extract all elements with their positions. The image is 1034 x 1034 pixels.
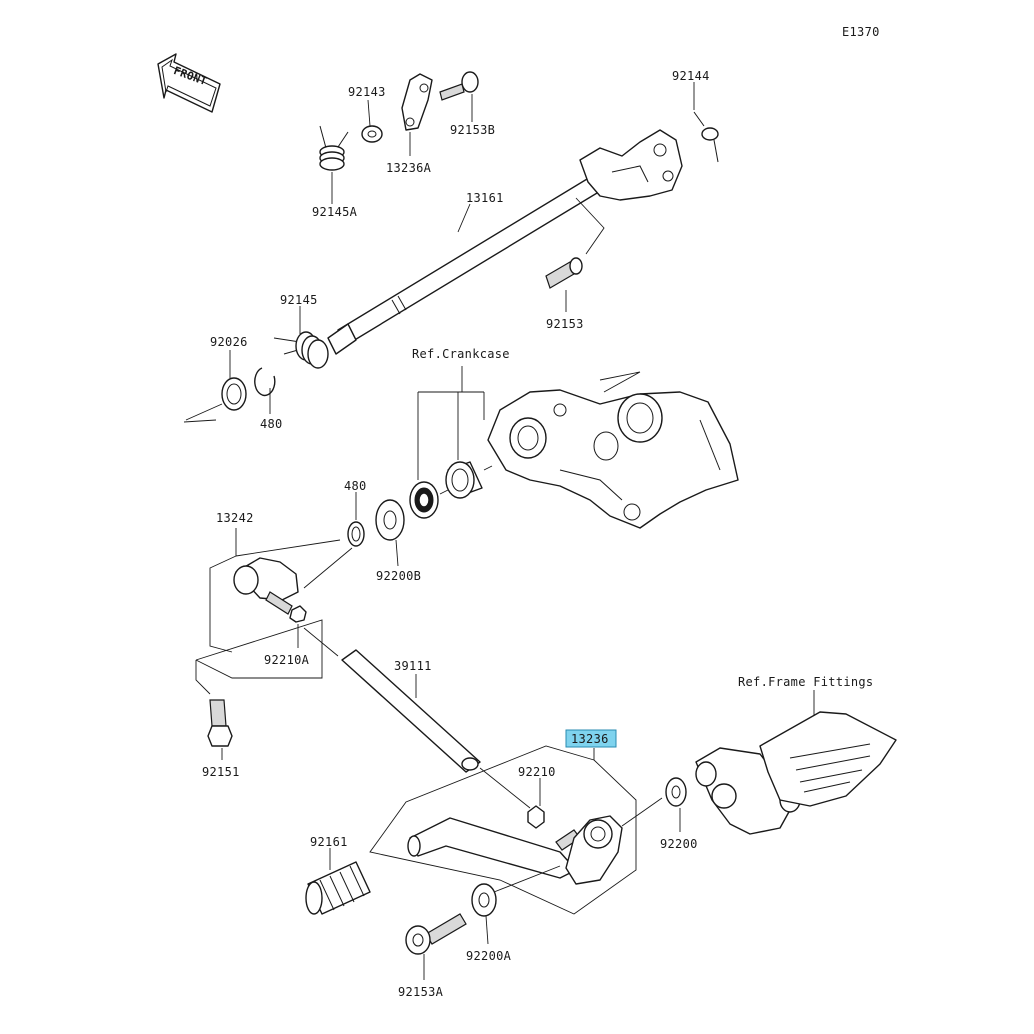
spring-92145a — [319, 125, 349, 171]
label-480-upper: 480 — [260, 417, 283, 431]
label-92151: 92151 — [202, 765, 240, 779]
shift-lever-clamp-13242 — [233, 557, 299, 615]
washer-92200a — [471, 883, 497, 917]
label-92153b: 92153B — [450, 123, 495, 137]
bolt-92153b — [439, 71, 479, 101]
label-92143: 92143 — [348, 85, 386, 99]
label-13242: 13242 — [216, 511, 254, 525]
bolt-92151 — [207, 699, 233, 747]
label-480-lower: 480 — [344, 479, 367, 493]
ref-crankcase: Ref.Crankcase — [412, 347, 510, 361]
label-92026: 92026 — [210, 335, 248, 349]
label-92145a: 92145A — [312, 205, 358, 219]
label-92145: 92145 — [280, 293, 318, 307]
label-92161: 92161 — [310, 835, 348, 849]
label-39111: 39111 — [394, 659, 432, 673]
label-13161: 13161 — [466, 191, 504, 205]
label-92144: 92144 — [672, 69, 710, 83]
shift-shaft-13161 — [327, 129, 683, 355]
shift-pedal-13236 — [407, 815, 623, 885]
label-92153a: 92153A — [398, 985, 444, 999]
lever-13236a — [401, 73, 433, 131]
bolt-92153a — [405, 913, 467, 955]
collar-92143 — [361, 125, 383, 143]
diagram-code: E1370 — [842, 25, 880, 39]
circlip-480-upper — [254, 367, 276, 397]
circlip-480-lower — [347, 521, 365, 547]
washer-92200 — [665, 777, 687, 807]
needle-bearing — [445, 461, 483, 499]
spring-92145 — [273, 331, 329, 369]
oil-seal — [409, 481, 439, 519]
label-92153: 92153 — [546, 317, 584, 331]
label-92200a: 92200A — [466, 949, 512, 963]
nut-92210a — [289, 605, 307, 623]
rubber-92161 — [305, 861, 371, 915]
highlight-box — [565, 729, 617, 748]
nut-92210 — [527, 805, 545, 829]
label-92200: 92200 — [660, 837, 698, 851]
ref-frame-fittings: Ref.Frame Fittings — [738, 675, 873, 689]
crankcase-reference-body — [487, 389, 739, 529]
footpeg-bracket-reference — [695, 711, 897, 835]
label-13236a: 13236A — [386, 161, 432, 175]
front-arrow-icon: FRONT — [157, 53, 221, 113]
spring-92144 — [693, 111, 719, 163]
stud-bolt-92153 — [545, 257, 583, 289]
label-13236[interactable]: 13236 — [571, 732, 609, 746]
label-92210: 92210 — [518, 765, 556, 779]
label-92210a: 92210A — [264, 653, 310, 667]
washer-92200b — [375, 499, 405, 541]
washer-92026 — [221, 377, 247, 411]
tie-rod-39111 — [341, 649, 481, 773]
label-92200b: 92200B — [376, 569, 421, 583]
